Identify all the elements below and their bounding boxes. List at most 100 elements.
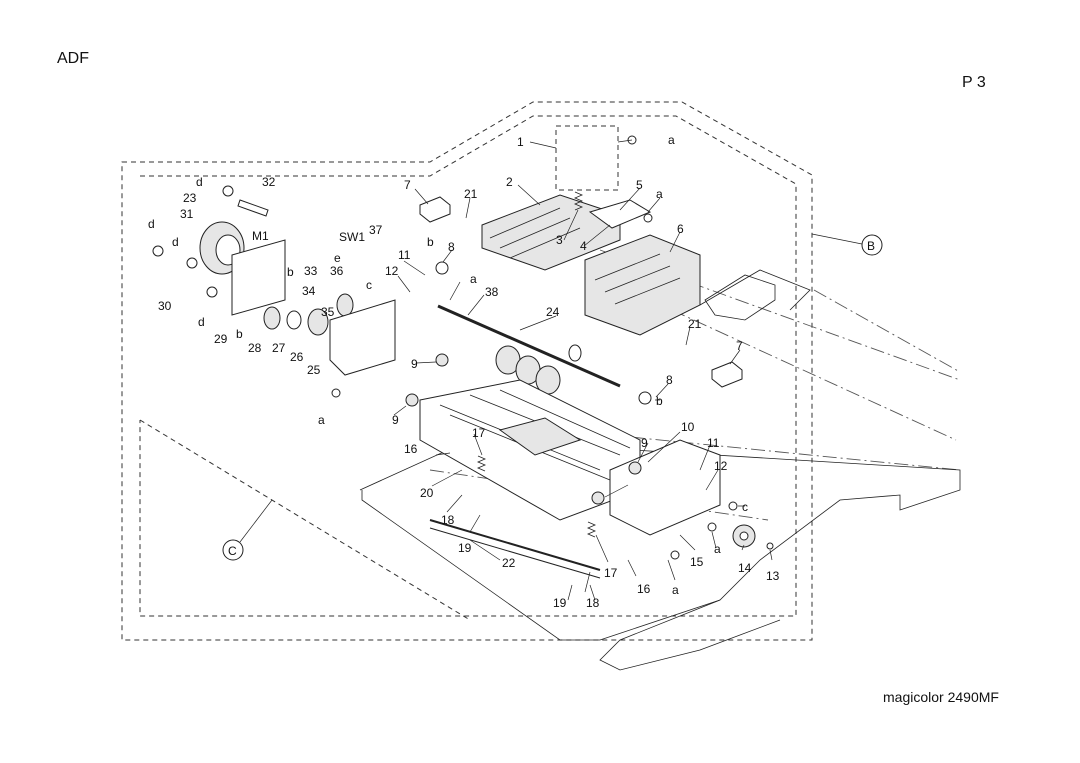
screw-6 xyxy=(643,213,653,223)
part-label: 29 xyxy=(214,332,228,346)
gear-34 xyxy=(307,308,329,336)
part-label: 15 xyxy=(690,555,704,569)
part-label: 3 xyxy=(556,233,563,247)
part-label: 35 xyxy=(321,305,335,319)
part-labels: 1 a 2 5 a 6 7 21 3 4 8 b 11 a 38 12 24 2… xyxy=(148,133,780,610)
part-label: 24 xyxy=(546,305,560,319)
part-label: 17 xyxy=(472,426,486,440)
part-label: 33 xyxy=(304,264,318,278)
part-label: 20 xyxy=(420,486,434,500)
screw-a-left xyxy=(331,388,341,398)
gear-bracket xyxy=(329,299,396,376)
part-label: 8 xyxy=(448,240,455,254)
screw-a-mid xyxy=(707,522,717,532)
part-label: 1 xyxy=(517,135,524,149)
part-label: 12 xyxy=(714,459,728,473)
lower-frame-outline xyxy=(361,490,721,641)
part-label: c xyxy=(366,278,372,292)
gear-27 xyxy=(286,310,302,330)
glass-rail-22b xyxy=(429,527,601,579)
part-label: 2 xyxy=(506,175,513,189)
part-label: b xyxy=(656,394,663,408)
part-label: c xyxy=(742,500,748,514)
part-label: 38 xyxy=(485,285,499,299)
screw-c xyxy=(728,501,738,511)
part-label: 22 xyxy=(502,556,516,570)
upper-tray-rim xyxy=(699,269,811,311)
pad-7-left xyxy=(419,196,451,223)
part-label: 19 xyxy=(553,596,567,610)
screw-13 xyxy=(766,542,774,550)
roller-shaft xyxy=(437,304,621,388)
part-label: a xyxy=(470,272,477,286)
rib-plate xyxy=(489,207,681,305)
part-label: b xyxy=(287,265,294,279)
part-label: 17 xyxy=(604,566,618,580)
part-label: b xyxy=(427,235,434,249)
part-label: d xyxy=(148,217,155,231)
upper-tray-outline xyxy=(704,274,776,321)
bearing-9d xyxy=(591,491,605,505)
callout-b: B xyxy=(811,233,883,256)
part-label: 31 xyxy=(180,207,194,221)
part-label: 27 xyxy=(272,341,286,355)
separation-plate xyxy=(498,417,582,456)
part-label: 23 xyxy=(183,191,197,205)
part-label: 30 xyxy=(158,299,172,313)
guide-plate-2 xyxy=(481,194,621,271)
washer-8 xyxy=(435,261,449,275)
svg-text:B: B xyxy=(867,239,875,253)
gear-36 xyxy=(336,293,354,317)
output-tray-outline xyxy=(359,439,961,671)
part-label: 21 xyxy=(464,187,478,201)
glass-rail-22 xyxy=(429,519,601,571)
assembly-frame-inner xyxy=(139,115,797,617)
part-label: e xyxy=(334,251,341,265)
part-label: a xyxy=(318,413,325,427)
shaft-32 xyxy=(237,199,269,217)
bearing-9a xyxy=(435,353,449,367)
part-label: 8 xyxy=(666,373,673,387)
part-label: 13 xyxy=(766,569,780,583)
part-label: 25 xyxy=(307,363,321,377)
part-label: 5 xyxy=(636,178,643,192)
leader-lines xyxy=(393,139,773,601)
part-label: b xyxy=(236,327,243,341)
part-label: 6 xyxy=(677,222,684,236)
part-label: SW1 xyxy=(339,230,365,244)
shaft-end-collar xyxy=(568,344,582,362)
guide-line-3 xyxy=(649,299,957,441)
part-label: 12 xyxy=(385,264,399,278)
part-label: 16 xyxy=(404,442,418,456)
part-label: 7 xyxy=(736,339,743,353)
callout-c-region xyxy=(139,419,471,621)
part-label: 10 xyxy=(681,420,695,434)
part-label: a xyxy=(668,133,675,147)
screw-d2 xyxy=(152,245,164,257)
bearing-9b xyxy=(405,393,419,407)
gear-14-hub xyxy=(739,531,749,541)
part-label: 11 xyxy=(707,436,720,450)
gear-28 xyxy=(263,306,281,330)
part-label: 34 xyxy=(302,284,316,298)
part-label: 16 xyxy=(637,582,651,596)
page-number: P 3 xyxy=(962,74,986,91)
screw-a-lower xyxy=(670,550,680,560)
spring-17b xyxy=(586,521,597,538)
spring-17 xyxy=(476,455,487,472)
part-label: d xyxy=(196,175,203,189)
part-label: d xyxy=(172,235,179,249)
screw-d3 xyxy=(186,257,198,269)
spring-top xyxy=(573,191,584,211)
part-label: 11 xyxy=(398,248,411,262)
part-label: 7 xyxy=(404,178,411,192)
part-label: 18 xyxy=(441,513,455,527)
screw-d1 xyxy=(222,185,234,197)
part-label: 28 xyxy=(248,341,262,355)
assembly-frame-upper xyxy=(121,101,813,641)
part-label: 32 xyxy=(262,175,276,189)
part-label: 9 xyxy=(411,357,418,371)
motor-bracket xyxy=(231,239,286,316)
svg-text:C: C xyxy=(228,544,237,558)
